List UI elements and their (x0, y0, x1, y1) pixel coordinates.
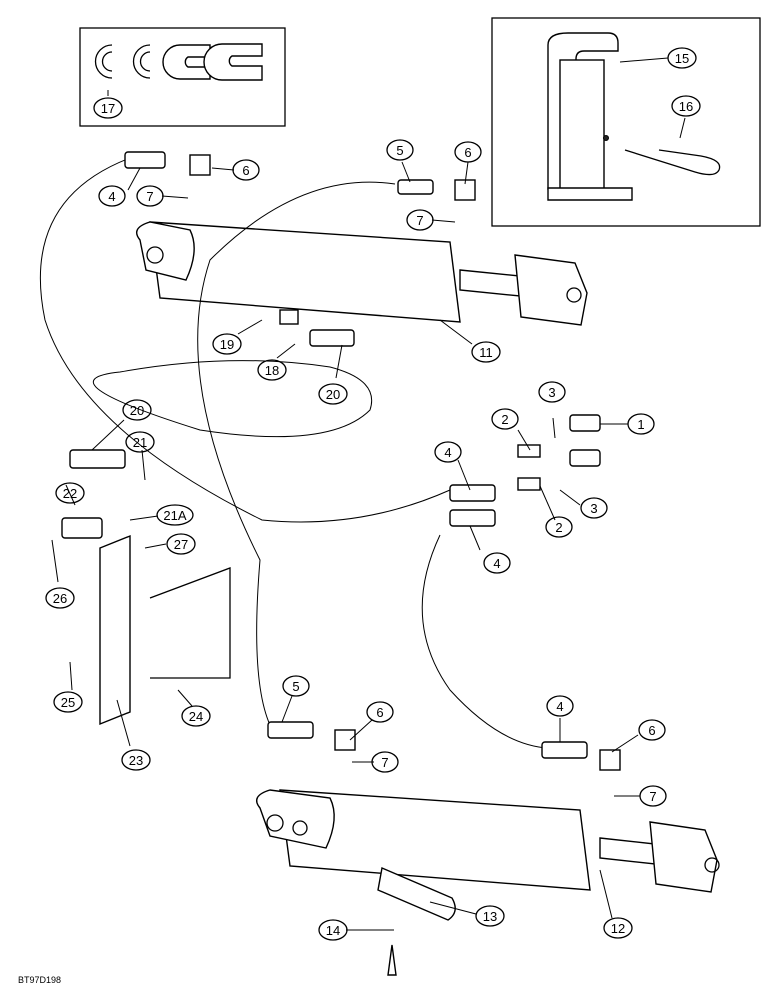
callout-7: 7 (136, 185, 164, 207)
svg-text:5: 5 (292, 679, 299, 694)
clevis-pin-13-drawing (377, 867, 456, 921)
callout-19: 19 (212, 333, 242, 355)
svg-text:22: 22 (63, 486, 77, 501)
callout-6: 6 (366, 701, 394, 723)
callout-6: 6 (638, 719, 666, 741)
callout-18: 18 (257, 359, 287, 381)
svg-text:20: 20 (326, 387, 340, 402)
leader-lines (51, 57, 686, 931)
inset-box-pin (491, 17, 761, 227)
callout-17: 17 (93, 97, 123, 119)
callout-2: 2 (545, 516, 573, 538)
svg-text:27: 27 (174, 537, 188, 552)
hose-upper-right (197, 181, 396, 726)
callout-14: 14 (318, 919, 348, 941)
callout-3: 3 (538, 381, 566, 403)
callout-27: 27 (166, 533, 196, 555)
callout-4: 4 (98, 185, 126, 207)
callout-1: 1 (627, 413, 655, 435)
callout-7: 7 (371, 751, 399, 773)
svg-text:2: 2 (555, 520, 562, 535)
callout-21: 21 (125, 431, 155, 453)
callout-20: 20 (318, 383, 348, 405)
svg-text:18: 18 (265, 363, 279, 378)
svg-text:4: 4 (108, 189, 115, 204)
svg-text:11: 11 (479, 345, 493, 360)
callout-23: 23 (121, 749, 151, 771)
callouts: 1 2 2 3 3 4 4 4 4 5 5 6 6 6 6 7 7 7 7 11… (45, 47, 701, 941)
callout-11: 11 (471, 341, 501, 363)
svg-text:24: 24 (189, 709, 203, 724)
svg-text:7: 7 (649, 789, 656, 804)
callout-3: 3 (580, 497, 608, 519)
callout-12: 12 (603, 917, 633, 939)
svg-text:7: 7 (381, 755, 388, 770)
upper-cylinder-drawing (136, 221, 588, 326)
svg-text:21A: 21A (163, 508, 186, 523)
svg-text:3: 3 (590, 501, 597, 516)
hose-mid (421, 534, 549, 749)
figure-code: BT97D198 (18, 975, 62, 985)
u-bolt-drawing (149, 567, 231, 679)
svg-text:1: 1 (637, 417, 644, 432)
svg-text:12: 12 (611, 921, 625, 936)
callout-2: 2 (491, 408, 519, 430)
svg-text:21: 21 (133, 435, 147, 450)
svg-text:5: 5 (396, 143, 403, 158)
callout-15: 15 (667, 47, 697, 69)
bushings-drawing (94, 43, 263, 81)
svg-text:19: 19 (220, 337, 234, 352)
inset-box-bushings (79, 27, 286, 127)
callout-4: 4 (483, 552, 511, 574)
svg-text:3: 3 (548, 385, 555, 400)
callout-20: 20 (122, 399, 152, 421)
svg-text:4: 4 (556, 699, 563, 714)
svg-text:6: 6 (242, 163, 249, 178)
callout-21A: 21A (156, 504, 194, 526)
clevis-pin-drawing (547, 32, 633, 201)
svg-text:7: 7 (416, 213, 423, 228)
cotter-pin-14-drawing (387, 944, 397, 976)
svg-text:4: 4 (444, 445, 451, 460)
svg-text:7: 7 (146, 189, 153, 204)
callout-13: 13 (475, 905, 505, 927)
svg-text:13: 13 (483, 909, 497, 924)
callout-5: 5 (386, 139, 414, 161)
callout-7: 7 (639, 785, 667, 807)
hose-upper-left (39, 157, 451, 523)
callout-25: 25 (53, 691, 83, 713)
svg-text:6: 6 (464, 145, 471, 160)
spring-clip-drawing (624, 149, 721, 176)
callout-24: 24 (181, 705, 211, 727)
callout-26: 26 (45, 587, 75, 609)
bracket-drawing (99, 534, 131, 726)
svg-text:16: 16 (679, 99, 693, 114)
callout-7: 7 (406, 209, 434, 231)
svg-text:6: 6 (648, 723, 655, 738)
callout-22: 22 (55, 482, 85, 504)
svg-text:26: 26 (53, 591, 67, 606)
hose-ring (92, 360, 372, 438)
svg-text:4: 4 (493, 556, 500, 571)
callout-16: 16 (671, 95, 701, 117)
callout-6: 6 (454, 141, 482, 163)
callout-4: 4 (546, 695, 574, 717)
svg-text:17: 17 (101, 101, 115, 116)
svg-text:2: 2 (501, 412, 508, 427)
svg-text:25: 25 (61, 695, 75, 710)
svg-text:6: 6 (376, 705, 383, 720)
svg-text:15: 15 (675, 51, 689, 66)
svg-text:14: 14 (326, 923, 340, 938)
svg-text:20: 20 (130, 403, 144, 418)
lower-cylinder-drawing (256, 789, 720, 893)
callout-5: 5 (282, 675, 310, 697)
callout-4: 4 (434, 441, 462, 463)
svg-text:23: 23 (129, 753, 143, 768)
fittings (61, 151, 621, 771)
callout-6: 6 (232, 159, 260, 181)
